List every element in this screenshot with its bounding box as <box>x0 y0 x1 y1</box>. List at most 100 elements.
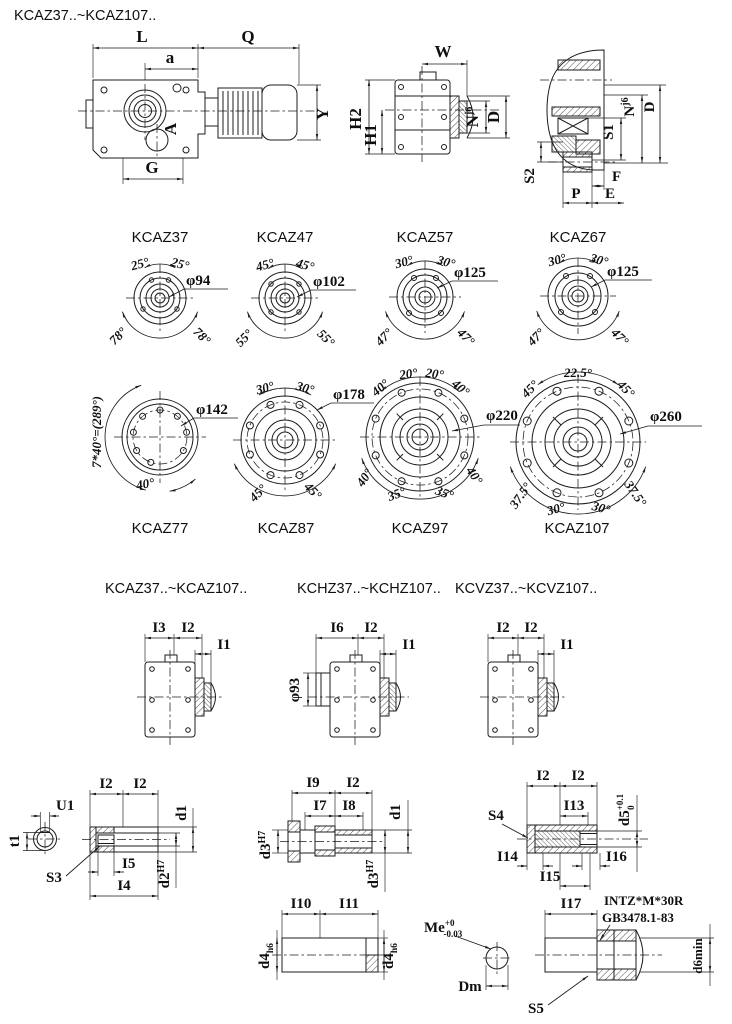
angle-label: 30° <box>293 378 316 398</box>
dim-d3H7-left: d3H7 <box>257 831 274 860</box>
angle-label: 78° <box>106 324 130 348</box>
angle-label: 47° <box>371 325 396 350</box>
dim-I1: I1 <box>217 637 230 653</box>
dim-I8: I8 <box>342 798 355 814</box>
dim-W: W <box>435 42 452 61</box>
angle-label: 55° <box>314 326 338 350</box>
dim-I17: I17 <box>561 896 582 912</box>
flange-kcaz97: 40° 20° 20° 40° 40° 35° 35° 40° φ220 KCA… <box>352 365 520 537</box>
flange-title: KCAZ97 <box>392 520 449 537</box>
dim-I2b: I2 <box>133 776 146 792</box>
dim-I2: I2 <box>181 620 194 636</box>
front-view-drawing: W H2 H1 Nj6 D <box>346 42 510 162</box>
dim-Y: Y <box>313 108 332 120</box>
section-arrow-A: A <box>161 122 180 135</box>
dim-d4-right: d4h6 <box>381 943 400 969</box>
angle-label: 45° <box>293 255 316 275</box>
dim-d1: d1 <box>388 804 404 820</box>
dim-E: E <box>605 186 615 202</box>
dim-t1: t1 <box>7 835 23 848</box>
flange-kcaz107: 22.5° 45° 45° 37.5° 30° 30° 37.5° φ260 K… <box>506 365 702 537</box>
dim-D: D <box>484 111 503 123</box>
angle-label: 47° <box>454 324 479 349</box>
dim-I14: I14 <box>497 849 518 865</box>
angle-label: 25° <box>128 254 151 274</box>
spec-line2: GB3478.1-83 <box>602 910 674 925</box>
angle-label: 45° <box>245 481 270 506</box>
angle-label: 35° <box>384 483 408 504</box>
dim-S5: S5 <box>528 1001 544 1017</box>
dim-I2a: I2 <box>536 768 549 784</box>
dim-d1: d1 <box>174 805 190 821</box>
dim-H2: H2 <box>346 108 365 130</box>
dim-d5: d5+0.10 <box>615 793 636 826</box>
angle-label: 45° <box>614 376 639 401</box>
flange-title: KCAZ57 <box>397 229 454 246</box>
dim-I2a: I2 <box>99 776 112 792</box>
shrink-disk-drawing: I17 INTZ*M*30R GB3478.1-83 S5 d6min <box>528 893 714 1017</box>
dia-label: φ260 <box>650 409 682 425</box>
rear-view-kcvz: I2 I2 I1 <box>480 620 574 745</box>
dim-I6: I6 <box>330 620 344 636</box>
angle-label: 30° <box>392 252 415 272</box>
section-header-kcaz: KCAZ37..~KCAZ107.. <box>105 581 247 597</box>
page-title: KCAZ37..~KCAZ107.. <box>14 8 156 24</box>
flange-title: KCAZ47 <box>257 229 314 246</box>
angle-label: 40° <box>368 375 393 399</box>
angle-label: 35° <box>432 482 456 503</box>
flange-kcaz37: KCAZ37 25° 25° 78° 78° φ94 <box>106 229 228 348</box>
angle-label: 7*40°=(289°) <box>89 396 104 468</box>
angle-label: 30° <box>589 498 612 518</box>
dim-d6min: d6min <box>690 938 705 974</box>
dim-U1: U1 <box>56 798 74 814</box>
angle-label: 20° <box>397 365 419 383</box>
dim-a: a <box>166 48 175 67</box>
flange-kcaz47: KCAZ47 45° 45° 55° 55° φ102 <box>232 229 356 350</box>
dim-S2: S2 <box>522 168 538 184</box>
dim-d2H7: d2H7 <box>156 860 173 889</box>
angle-label: 40° <box>463 463 487 488</box>
dim-Q: Q <box>241 27 254 46</box>
rear-view-kcaz: I3 I2 I1 <box>137 620 231 745</box>
angle-label: 40° <box>134 474 156 492</box>
dim-I15: I15 <box>540 869 561 885</box>
flange-kcaz67: KCAZ67 30° 30° 47° 47° φ125 <box>523 229 652 349</box>
dim-I1: I1 <box>402 637 415 653</box>
hollow-shaft-drawing: I2 I2 I13 S4 d5+0.10 I14 I16 I15 <box>488 768 648 890</box>
angle-label: 25° <box>168 254 191 274</box>
side-view-drawing: L Q a Y G A <box>78 27 332 184</box>
angle-label: 45° <box>253 255 276 275</box>
dim-N: Nj6 <box>463 107 482 128</box>
angle-label: 37.5° <box>506 479 535 512</box>
flange-kcaz57: KCAZ57 30° 30° 47° 47° φ125 <box>371 229 498 349</box>
dia-label: φ178 <box>333 387 365 403</box>
angle-label: 40° <box>352 465 376 490</box>
solid-shaft-drawing: t1 U1 I2 I2 d1 d2H7 I5 I4 S3 <box>7 776 197 900</box>
section-header-kcvz: KCVZ37..~KCVZ107.. <box>455 581 597 597</box>
stepped-shaft-drawing: I9 I2 I7 I8 d1 d3H7 d3H7 <box>257 775 412 892</box>
dim-D2: D <box>642 101 658 112</box>
dia-label: φ94 <box>186 273 211 289</box>
angle-label: 30° <box>253 378 276 398</box>
rear-view-kchz: φ93 I6 I2 I1 <box>287 620 416 745</box>
dim-I10: I10 <box>291 896 312 912</box>
dim-d3H7-right: d3H7 <box>365 860 382 889</box>
flange-title: KCAZ37 <box>132 229 189 246</box>
dim-N2: Nj6 <box>620 97 638 116</box>
dim-I2b: I2 <box>524 620 537 636</box>
dim-I2: I2 <box>346 775 359 791</box>
dim-d4-left: d4h6 <box>257 943 276 969</box>
angle-label: 30° <box>544 499 567 519</box>
dia-label: φ220 <box>486 408 518 424</box>
flange-title: KCAZ107 <box>544 520 609 537</box>
angle-label: 55° <box>232 326 256 350</box>
dim-I5: I5 <box>122 856 135 872</box>
flange-title: KCAZ67 <box>550 229 607 246</box>
dim-I13: I13 <box>564 798 585 814</box>
dim-F: F <box>612 169 621 185</box>
section-header-kchz: KCHZ37..~KCHZ107.. <box>297 581 441 597</box>
dim-I16: I16 <box>606 849 627 865</box>
section-view-drawing: S1 S2 Nj6 D F P E <box>522 49 668 208</box>
dim-I9: I9 <box>306 775 319 791</box>
